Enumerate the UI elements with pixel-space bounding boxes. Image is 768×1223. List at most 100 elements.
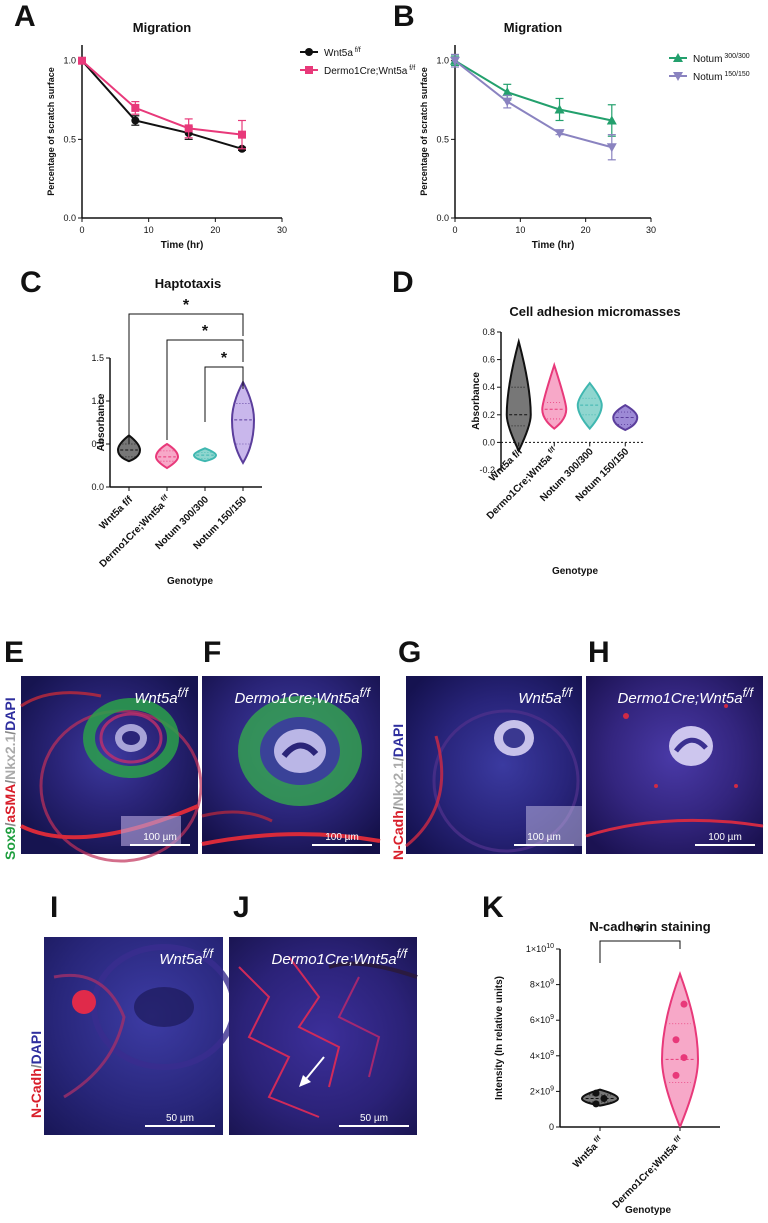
data-point (606, 115, 617, 125)
violin-body (612, 403, 639, 432)
y-tick-label: 2×109 (530, 1085, 554, 1096)
micrograph-j-sup: f/f (396, 947, 407, 961)
data-point (672, 1071, 680, 1079)
series-0 (78, 56, 246, 153)
micrograph-e-art (20, 691, 203, 863)
panel-label-d: D (392, 266, 414, 299)
stain-segment: Sox9 (2, 826, 18, 860)
y-tick-label: 0.0 (91, 482, 104, 492)
y-tick-label: 1.5 (91, 353, 104, 363)
x-tick-label: 0 (79, 225, 84, 235)
data-point (450, 56, 460, 66)
chart-title: Haptotaxis (155, 276, 221, 291)
stain-label-ncadh-nkx: N-Cadh/Nkx2.1/DAPI (390, 724, 406, 860)
y-axis-label: Intensity (In relative units) (494, 976, 505, 1100)
violin-1 (660, 970, 700, 1130)
y-tick-label: 0.5 (436, 134, 449, 144)
violin-3 (612, 403, 639, 432)
x-axis-label: Time (hr) (161, 240, 204, 251)
violin-body (154, 442, 180, 470)
y-tick-label: 0.4 (482, 382, 495, 392)
violin-body (580, 1088, 620, 1107)
data-point (78, 56, 86, 65)
data-point (184, 124, 193, 133)
micrograph-g-sup: f/f (561, 686, 572, 700)
chart-c-haptotaxis: Haptotaxis0.00.51.01.5AbsorbanceGenotype… (91, 276, 262, 587)
series-line (454, 59, 613, 149)
micrograph-f: Dermo1Cre;Wnt5af/f 100 µm (201, 676, 381, 854)
significance-bracket: * (204, 350, 244, 422)
significance-star: * (183, 297, 190, 314)
significance-bracket: * (128, 297, 244, 444)
chart-title: Migration (504, 20, 563, 35)
x-axis-label: Genotype (625, 1205, 672, 1216)
micrograph-f-sup: f/f (359, 686, 370, 700)
significance-bracket: * (166, 323, 244, 440)
panel-label-e: E (4, 636, 25, 669)
y-axis-label: Absorbance (96, 393, 107, 451)
x-tick-label: 20 (581, 225, 591, 235)
y-tick-label: 0.2 (482, 410, 495, 420)
y-tick-label: 0.0 (436, 213, 449, 223)
data-point (592, 1100, 600, 1108)
bracket-line (599, 940, 681, 963)
micrograph-e-label: Wnt5a (134, 690, 178, 707)
legend-marker (305, 48, 313, 56)
stain-segment: / (390, 806, 406, 811)
micrograph-h-label: Dermo1Cre;Wnt5a (617, 690, 743, 707)
violin-body (576, 381, 603, 431)
y-tick-label: 0.5 (63, 134, 76, 144)
y-tick-label: 1.0 (91, 396, 104, 406)
chart-title: N-cadherin staining (589, 919, 710, 934)
data-point (502, 87, 513, 97)
y-axis-label: Percentage of scratch surface (46, 67, 56, 196)
micrograph-i-sup: f/f (202, 947, 213, 961)
y-tick-label: 0.0 (63, 213, 76, 223)
violin-3 (230, 379, 256, 465)
y-tick-label: 6×109 (530, 1014, 554, 1025)
x-tick-label: 20 (210, 225, 220, 235)
data-point (131, 103, 140, 112)
scale-bar-j: 50 µm (339, 1113, 409, 1127)
x-tick-label: Wnt5a f/f (570, 1134, 606, 1170)
x-tick-label: Wnt5a f/f (97, 494, 135, 532)
data-point (554, 129, 565, 139)
panel-label-j: J (233, 891, 250, 924)
series-1 (78, 56, 246, 150)
micrograph-i: Wnt5af/f 50 µm (44, 937, 237, 1135)
significance-star: * (202, 323, 209, 340)
stain-segment: aSMA (2, 783, 18, 823)
chart-k-n-cadherin: N-cadherin staining02×1094×1096×1098×109… (494, 919, 720, 1216)
series-line (454, 59, 613, 122)
x-tick-label: Dermo1Cre;Wnt5a f/f (484, 445, 561, 522)
stain-segment: DAPI (390, 723, 406, 758)
stain-label-ncadh-dapi: N-Cadh/DAPI (28, 1031, 44, 1118)
significance-star: * (221, 350, 228, 367)
data-point (680, 1000, 688, 1008)
micrograph-h-sup: f/f (742, 686, 753, 700)
violin-1 (541, 361, 568, 430)
micrograph-i-label: Wnt5a (159, 951, 203, 968)
y-tick-label: 0.5 (91, 439, 104, 449)
micrograph-g: Wnt5af/f 100 µm (405, 676, 582, 854)
micrograph-j: Dermo1Cre;Wnt5af/f 50 µm (229, 937, 418, 1135)
chart-d-cell-adhesion: Cell adhesion micromasses-0.20.00.20.40.… (471, 304, 681, 577)
y-tick-label: -0.2 (479, 465, 495, 475)
data-point (554, 104, 565, 114)
scale-bar-f: 100 µm (312, 832, 372, 846)
data-point (600, 1095, 608, 1103)
y-tick-label: 4×109 (530, 1050, 554, 1061)
scale-bar-g: 100 µm (514, 832, 574, 846)
violin-2 (192, 447, 218, 463)
violin-2 (576, 381, 603, 431)
series-line (81, 60, 243, 150)
violin-0 (505, 337, 532, 453)
significance-bracket: * (599, 924, 681, 963)
data-point (502, 97, 513, 107)
bracket-line (128, 313, 244, 444)
y-tick-label: 0.0 (482, 437, 495, 447)
violin-1 (154, 442, 180, 470)
legend-label: Notum 300/300 (693, 53, 750, 65)
